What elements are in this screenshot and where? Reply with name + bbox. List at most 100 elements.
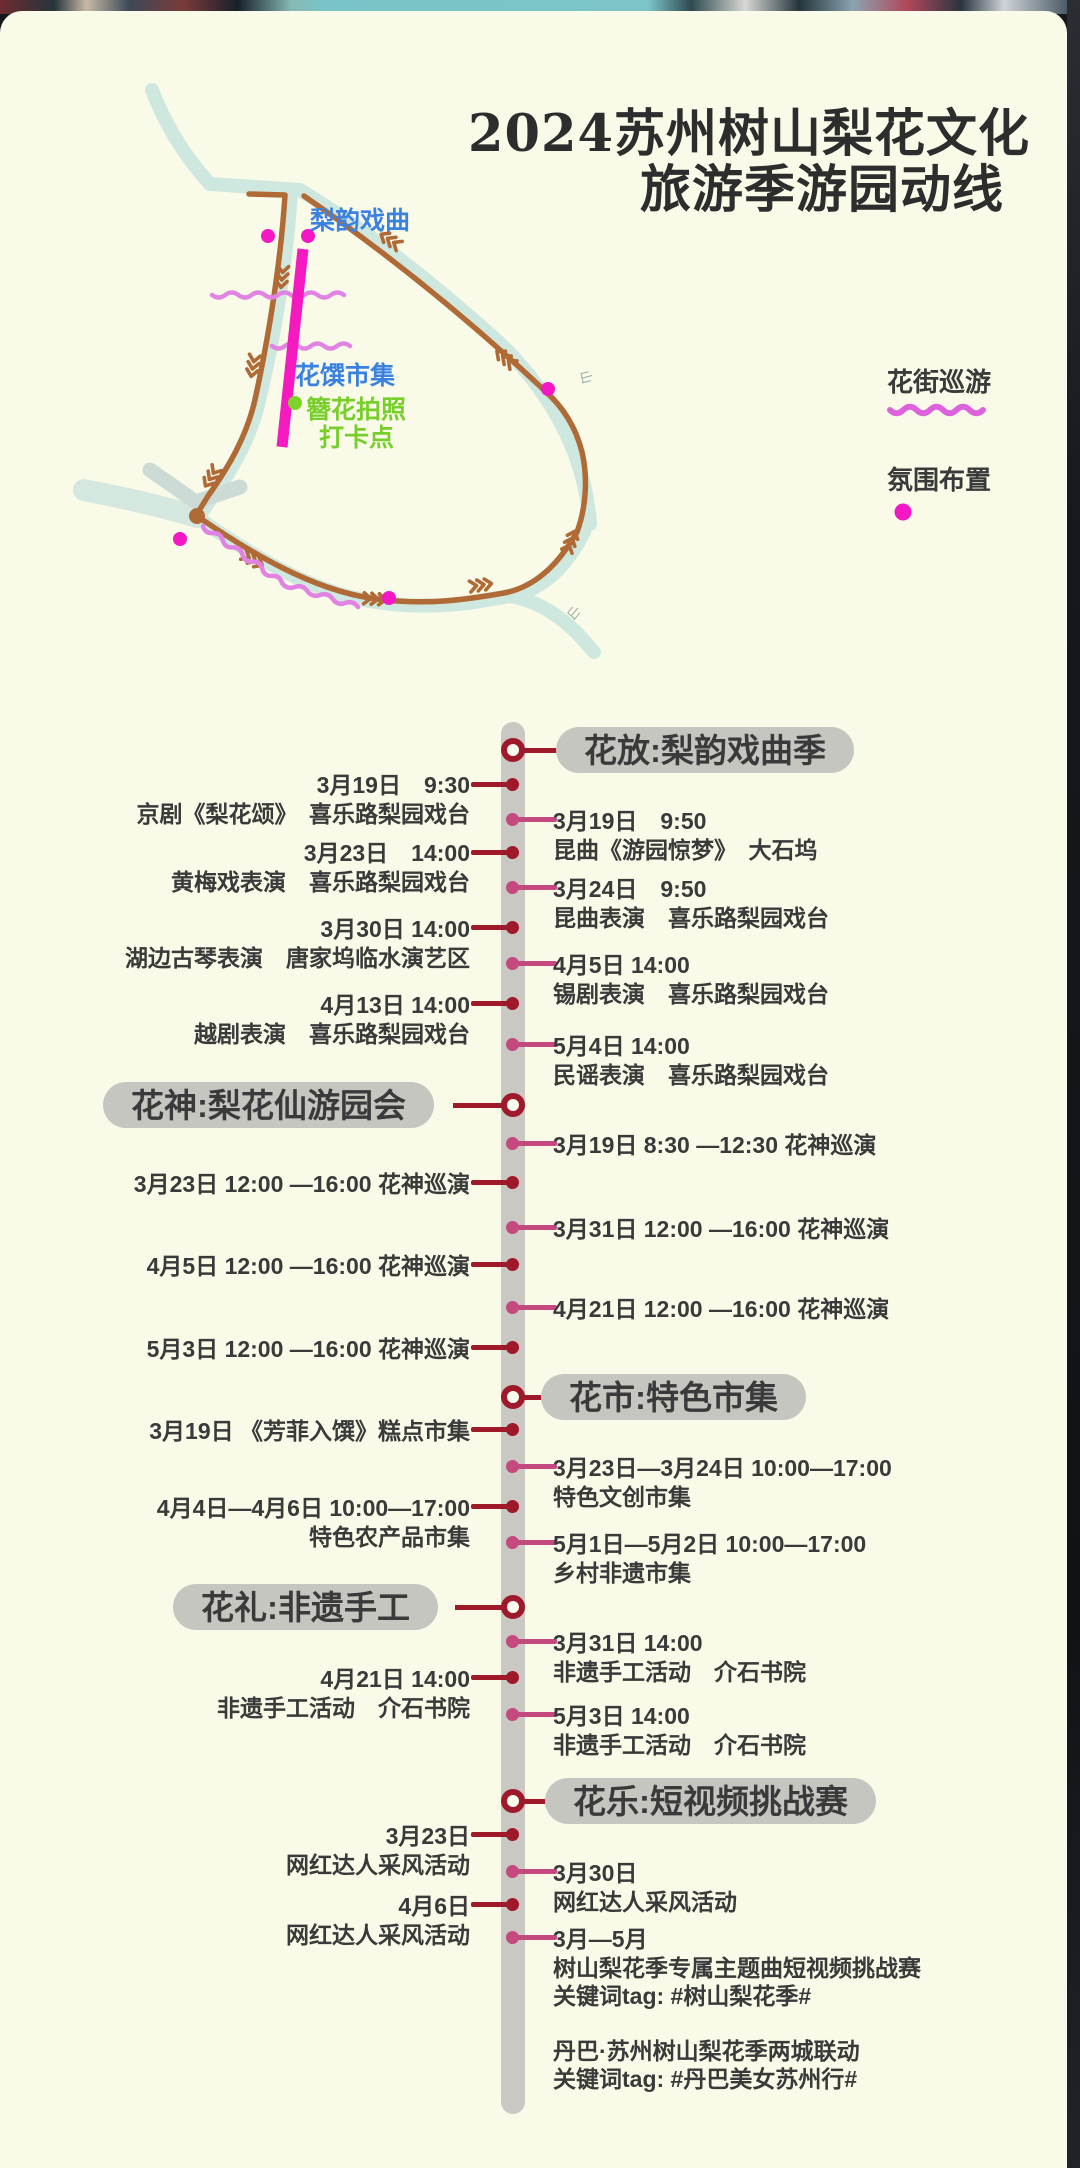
event-connector bbox=[515, 1935, 557, 1940]
map-label-photo-spot: 簪花拍照 bbox=[306, 396, 407, 424]
section-ring bbox=[501, 1789, 525, 1813]
map-road-stub bbox=[142, 462, 248, 510]
section-connector bbox=[517, 1799, 557, 1804]
section-connector bbox=[517, 748, 569, 753]
timeline-spine bbox=[501, 722, 525, 2114]
section-title: 花放:梨韵戏曲季 bbox=[556, 727, 854, 773]
event-connector bbox=[515, 1464, 557, 1469]
event-dot bbox=[506, 1635, 519, 1648]
event-connector bbox=[515, 1141, 557, 1146]
legend-wavy-line-icon bbox=[887, 403, 986, 417]
event-dot bbox=[506, 1536, 519, 1549]
timeline-event: 5月3日 12:00 —16:00 花神巡演 bbox=[146, 1336, 470, 1362]
event-dot bbox=[506, 778, 519, 791]
event-dot bbox=[506, 813, 519, 826]
event-connector bbox=[515, 1869, 557, 1874]
event-connector bbox=[471, 925, 511, 930]
event-dot bbox=[506, 1301, 519, 1314]
event-connector bbox=[471, 1504, 511, 1509]
map-label-photo-spot-line2: 打卡点 bbox=[319, 424, 395, 452]
event-dot bbox=[506, 921, 519, 934]
event-connector bbox=[515, 1639, 557, 1644]
section-ring bbox=[501, 1595, 525, 1619]
route-map: 山 山 bbox=[73, 83, 986, 659]
map-river bbox=[73, 479, 208, 528]
event-dot bbox=[506, 1708, 519, 1721]
event-dot bbox=[506, 1500, 519, 1513]
section-connector bbox=[453, 1103, 511, 1108]
event-dot bbox=[506, 957, 519, 970]
section-connector bbox=[455, 1605, 511, 1610]
event-connector bbox=[471, 1675, 511, 1680]
map-label-opera: 梨韵戏曲 bbox=[310, 207, 411, 235]
road-name-label: 山 bbox=[577, 369, 595, 385]
event-connector bbox=[515, 1712, 557, 1717]
route-junction-dot bbox=[189, 508, 205, 524]
event-connector bbox=[471, 1832, 511, 1837]
timeline-event: 4月21日 12:00 —16:00 花神巡演 bbox=[553, 1296, 890, 1322]
section-ring bbox=[501, 738, 525, 762]
market-street-line bbox=[276, 248, 309, 448]
section-title: 花乐:短视频挑战赛 bbox=[545, 1778, 876, 1824]
photo-edge bbox=[1067, 0, 1080, 2168]
timeline-event: 3月—5月 树山梨花季专属主题曲短视频挑战赛 关键词tag: #树山梨花季# 丹… bbox=[553, 1926, 921, 2092]
parade-route-waves bbox=[200, 290, 361, 610]
timeline-event: 3月23日 12:00 —16:00 花神巡演 bbox=[133, 1171, 470, 1197]
tour-route bbox=[194, 191, 589, 605]
timeline-event: 3月31日 12:00 —16:00 花神巡演 bbox=[553, 1216, 890, 1242]
event-connector bbox=[515, 961, 557, 966]
event-connector bbox=[471, 1180, 511, 1185]
event-dot bbox=[506, 1460, 519, 1473]
event-dot bbox=[506, 1258, 519, 1271]
event-connector bbox=[471, 1902, 511, 1907]
timeline-event: 4月5日 12:00 —16:00 花神巡演 bbox=[146, 1253, 470, 1279]
event-dot bbox=[506, 1828, 519, 1841]
section-title: 花礼:非遗手工 bbox=[173, 1584, 438, 1630]
timeline-event: 3月19日 《芳菲入馔》糕点市集 bbox=[149, 1418, 470, 1444]
event-dot bbox=[506, 1898, 519, 1911]
timeline-event: 3月19日 8:30 —12:30 花神巡演 bbox=[553, 1132, 877, 1158]
event-dot bbox=[506, 1865, 519, 1878]
event-connector bbox=[471, 1001, 511, 1006]
event-connector bbox=[515, 885, 557, 890]
legend-parade-label: 花街巡游 bbox=[887, 367, 992, 397]
legend-ambience-label: 氛围布置 bbox=[887, 465, 992, 495]
event-connector bbox=[471, 1427, 511, 1432]
event-dot bbox=[506, 997, 519, 1010]
photo-spot-dot bbox=[288, 396, 302, 410]
section-ring bbox=[501, 1093, 525, 1117]
event-connector bbox=[515, 1042, 557, 1047]
event-connector bbox=[471, 850, 511, 855]
event-connector bbox=[515, 1305, 557, 1310]
event-connector bbox=[471, 782, 511, 787]
event-connector bbox=[471, 1262, 511, 1267]
ambience-dots bbox=[173, 229, 555, 605]
event-connector bbox=[471, 1345, 511, 1350]
timeline-event: 4月6日网红达人采风活动 bbox=[286, 1893, 470, 1948]
timeline-event: 3月30日网红达人采风活动 bbox=[553, 1860, 737, 1915]
section-ring bbox=[501, 1385, 525, 1409]
event-connector bbox=[515, 1225, 557, 1230]
section-title: 花神:梨花仙游园会 bbox=[103, 1082, 434, 1128]
event-connector bbox=[515, 1540, 557, 1545]
photo-strip bbox=[0, 0, 1080, 14]
event-dot bbox=[506, 1423, 519, 1436]
event-dot bbox=[506, 1341, 519, 1354]
event-dot bbox=[506, 1671, 519, 1684]
map-label-market: 花馔市集 bbox=[295, 362, 396, 390]
legend-ambience-dot-icon bbox=[894, 503, 912, 521]
